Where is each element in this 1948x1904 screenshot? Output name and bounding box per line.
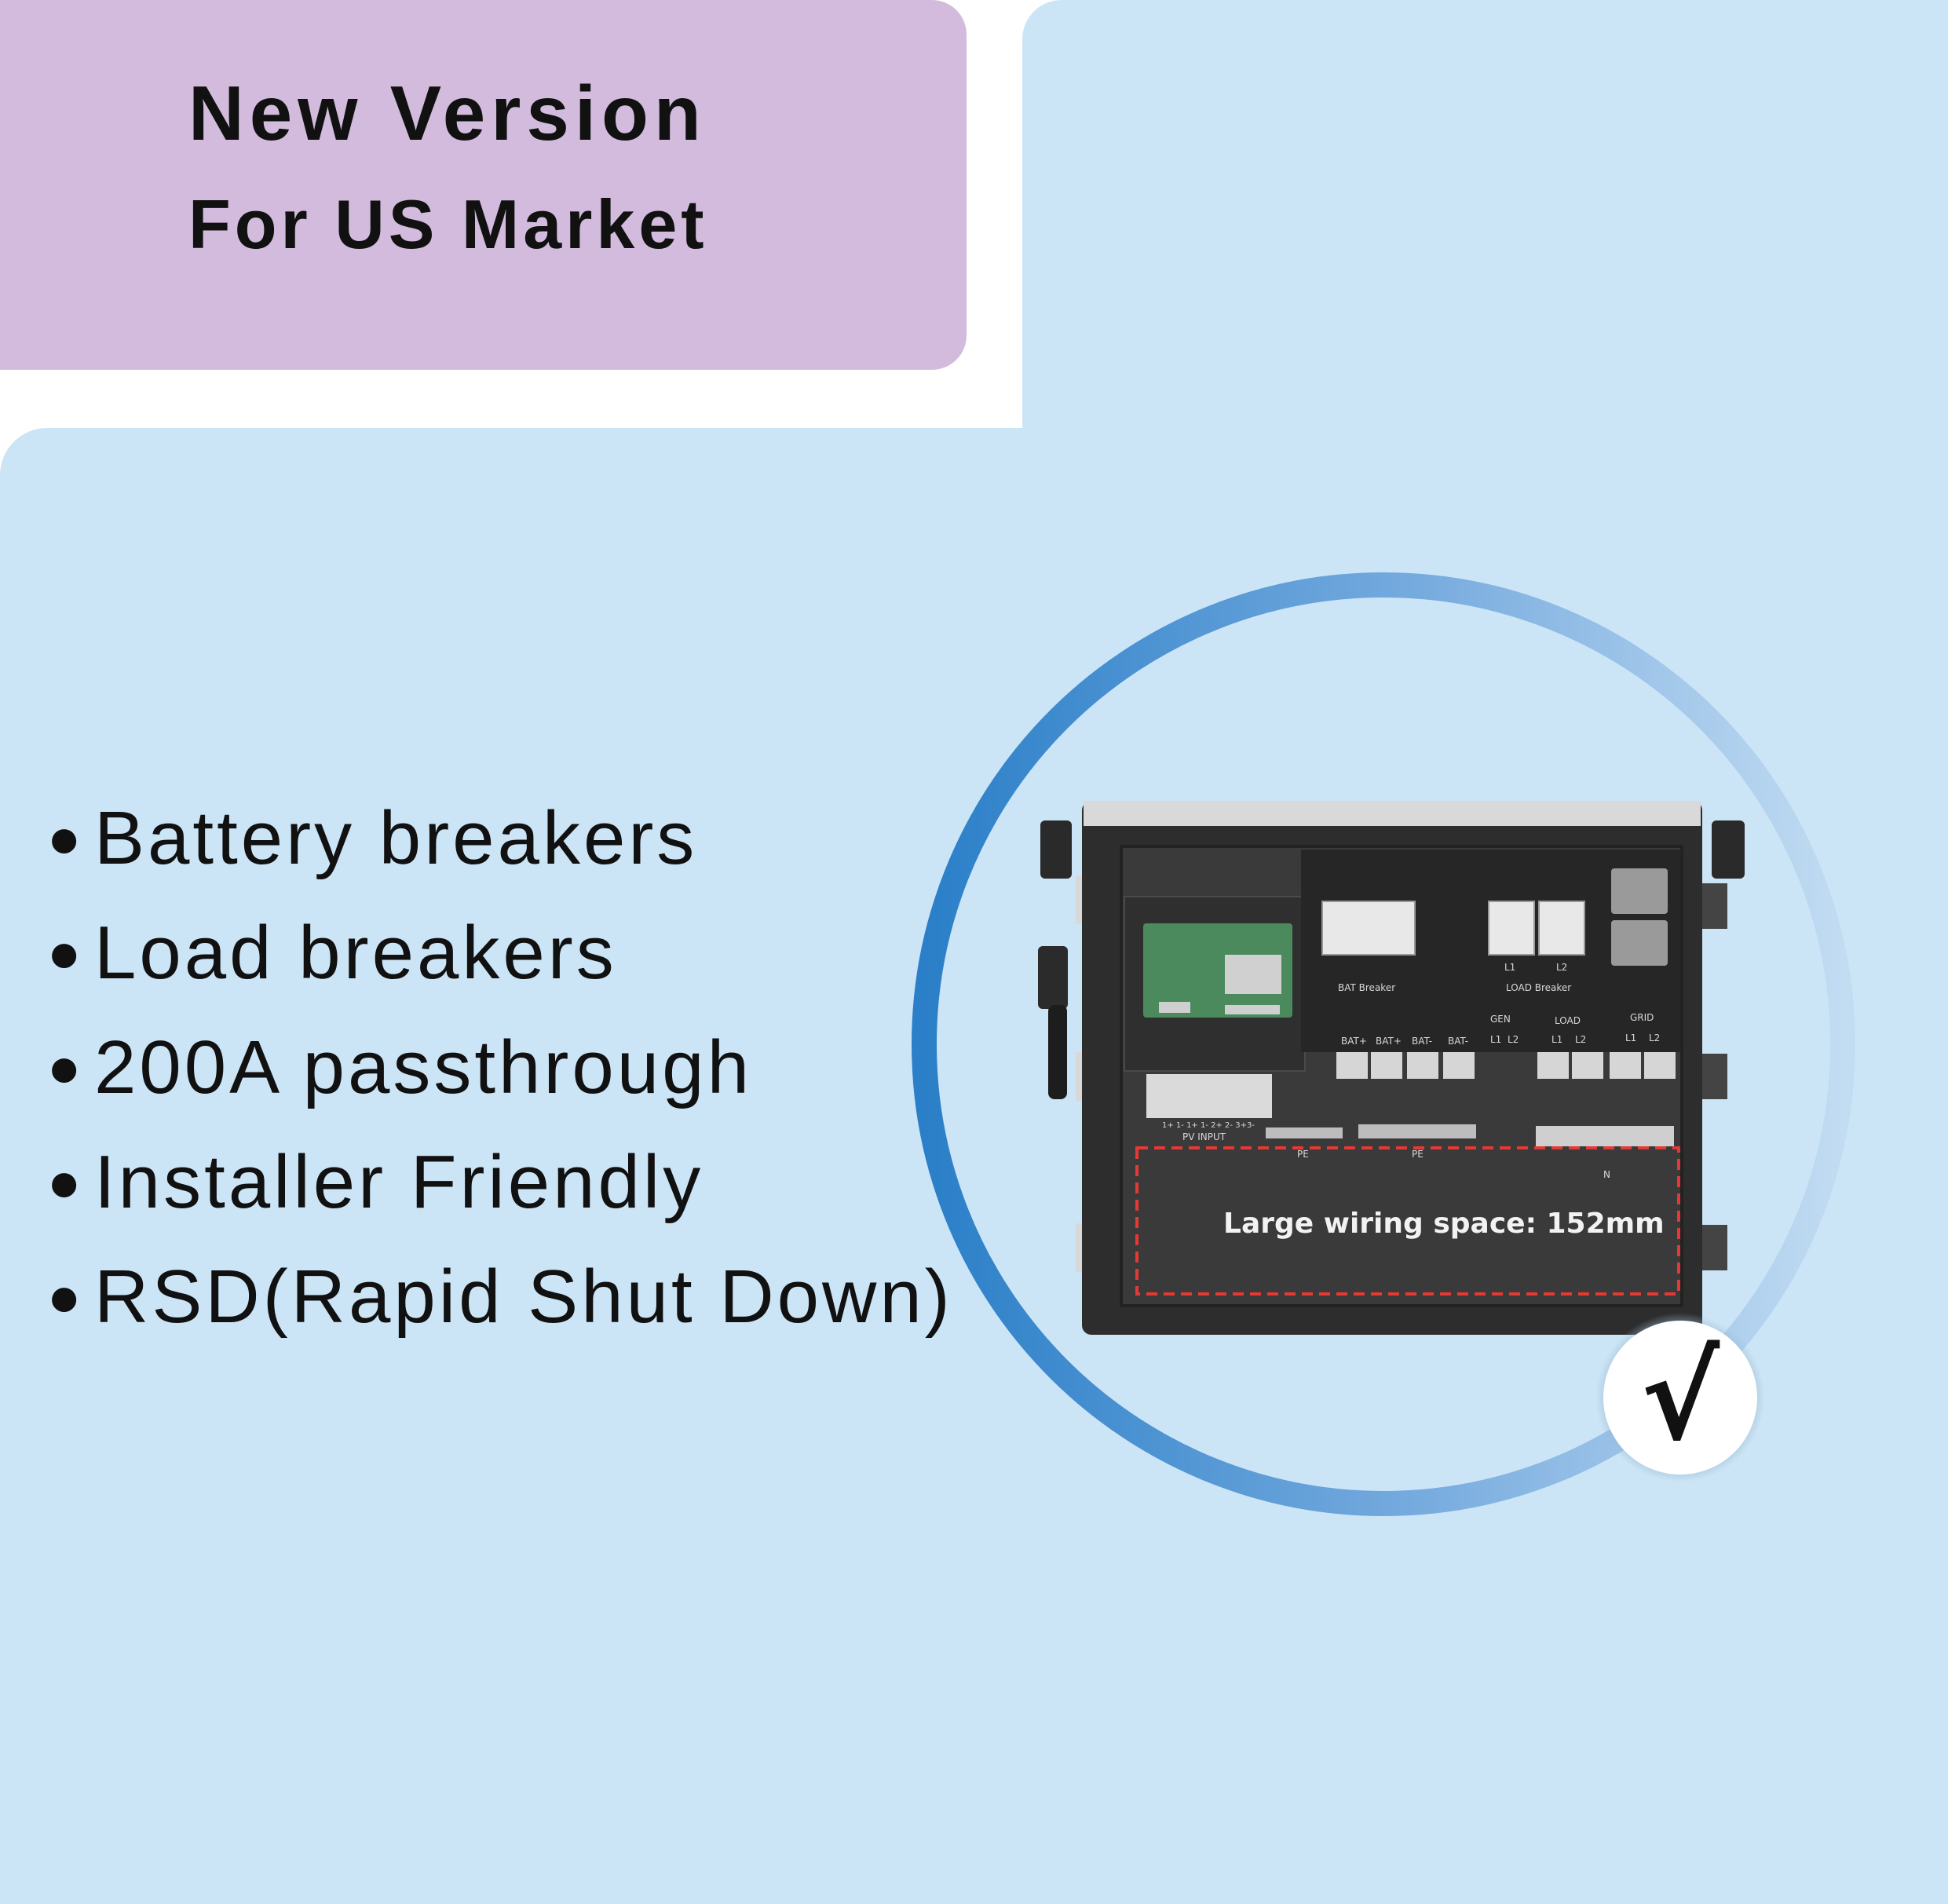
bat-breaker — [1321, 901, 1416, 956]
enclosure-top-rail — [1084, 801, 1701, 826]
header-banner: New Version For US Market — [0, 0, 967, 370]
pe-bus-bar — [1358, 1124, 1476, 1138]
label-bat-plus: BAT+ — [1341, 1036, 1367, 1047]
terminal-block — [1336, 1052, 1368, 1079]
label-gen: GEN — [1490, 1014, 1511, 1025]
terminal-row — [1336, 1052, 1676, 1079]
pcb-terminal — [1159, 1002, 1190, 1013]
terminal-block — [1572, 1052, 1603, 1079]
feature-item: ●Load breakers — [47, 896, 953, 1010]
combiner-box: L1 L2 BAT Breaker LOAD Breaker GEN LOAD … — [1038, 801, 1745, 1335]
label-n: N — [1603, 1169, 1610, 1180]
label-l1: L1 — [1625, 1032, 1636, 1043]
label-load: LOAD — [1555, 1015, 1581, 1026]
highlight-ring — [912, 572, 1855, 1516]
bullet-icon: ● — [47, 1266, 85, 1328]
bullet-icon: ● — [47, 807, 85, 870]
label-l1: L1 — [1504, 962, 1515, 973]
label-l2: L2 — [1649, 1032, 1660, 1043]
feature-item: ●Battery breakers — [47, 781, 953, 896]
headline-us-market: For US Market — [188, 185, 708, 263]
label-l1: L1 — [1551, 1034, 1562, 1045]
load-breaker-l1 — [1488, 901, 1535, 956]
label-pv-terminals: 1+ 1- 1+ 1- 2+ 2- 3+3- — [1162, 1121, 1255, 1130]
mounting-ear — [1040, 820, 1072, 879]
label-pe: PE — [1297, 1149, 1309, 1160]
bullet-icon: ● — [47, 1151, 85, 1214]
label-l1: L1 — [1490, 1034, 1501, 1045]
label-bat-plus: BAT+ — [1376, 1036, 1402, 1047]
latch — [1698, 1225, 1727, 1270]
pv-input-block — [1146, 1074, 1272, 1118]
load-breaker-l2 — [1538, 901, 1585, 956]
label-l2: L2 — [1508, 1034, 1519, 1045]
terminal-block — [1537, 1052, 1569, 1079]
door-handle — [1038, 946, 1068, 1009]
mounting-ear — [1712, 820, 1745, 879]
feature-item: ●Installer Friendly — [47, 1125, 953, 1240]
feature-list: ●Battery breakers ●Load breakers ●200A p… — [47, 781, 953, 1354]
pcb-terminal — [1225, 1005, 1280, 1014]
feature-item: ●RSD(Rapid Shut Down) — [47, 1240, 953, 1354]
headline-new-version: New Version — [188, 70, 707, 156]
status-button — [1611, 920, 1668, 966]
wiring-space-label: Large wiring space: 152mm — [1223, 1208, 1665, 1240]
check-icon: √ — [1641, 1330, 1720, 1467]
bullet-icon: ● — [47, 922, 85, 985]
label-l2: L2 — [1575, 1034, 1586, 1045]
n-bus-bar — [1536, 1126, 1674, 1146]
feature-item: ●200A passthrough — [47, 1010, 953, 1125]
latch — [1698, 1054, 1727, 1099]
label-bat-minus: BAT- — [1448, 1036, 1468, 1047]
status-button — [1611, 868, 1668, 914]
terminal-block — [1610, 1052, 1641, 1079]
terminal-block — [1371, 1052, 1402, 1079]
latch — [1698, 883, 1727, 929]
pe-bus-bar — [1266, 1127, 1343, 1138]
wiring-space-area — [1135, 1146, 1680, 1296]
product-illustration: L1 L2 BAT Breaker LOAD Breaker GEN LOAD … — [912, 572, 1855, 1516]
label-bat-minus: BAT- — [1412, 1036, 1432, 1047]
terminal-block — [1443, 1052, 1475, 1079]
terminal-block — [1407, 1052, 1438, 1079]
label-pe: PE — [1412, 1149, 1424, 1160]
pcb-connector — [1225, 955, 1281, 994]
terminal-block — [1644, 1052, 1676, 1079]
label-grid: GRID — [1630, 1012, 1654, 1023]
bullet-icon: ● — [47, 1036, 85, 1099]
check-badge — [1603, 1321, 1757, 1475]
background-panel-top — [1022, 0, 1948, 487]
door-handle — [1048, 1005, 1067, 1099]
label-l2: L2 — [1556, 962, 1567, 973]
label-pv-input: PV INPUT — [1182, 1131, 1226, 1142]
label-load-breaker: LOAD Breaker — [1506, 982, 1571, 993]
label-bat-breaker: BAT Breaker — [1338, 982, 1395, 993]
